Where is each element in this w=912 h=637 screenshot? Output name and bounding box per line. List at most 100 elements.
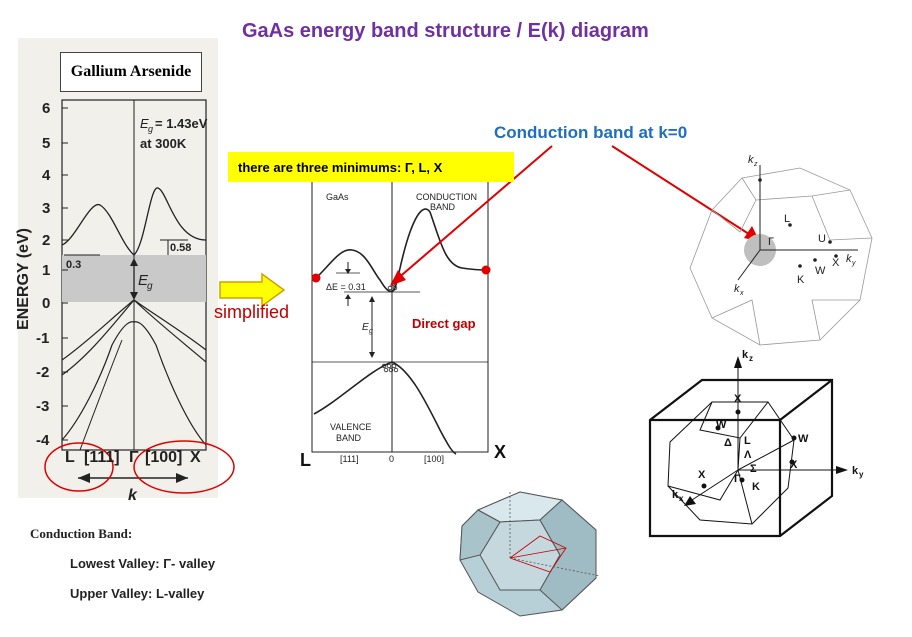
- page-title: GaAs energy band structure / E(k) diagra…: [242, 20, 649, 42]
- y-tick: -2: [36, 364, 49, 381]
- middle-gaas-label: GaAs: [326, 192, 349, 202]
- middle-tick-111: [111]: [340, 454, 359, 464]
- eg-mid-label: E: [138, 272, 149, 289]
- bz-box-kx-sub: x: [679, 494, 684, 503]
- conduction-band-label: Conduction band at k=0: [494, 123, 688, 142]
- direct-gap-label: Direct gap: [412, 316, 476, 331]
- y-tick: -3: [36, 398, 49, 415]
- middle-conduction-curve: [315, 208, 487, 293]
- valence-curve-3: [61, 321, 207, 446]
- bz-box-delta: Δ: [724, 437, 732, 449]
- bz-box-ky: k: [852, 465, 859, 477]
- y-tick: 5: [42, 135, 50, 152]
- bz-3d-ky: [509, 557, 601, 577]
- simplified-label: simplified: [214, 302, 290, 322]
- conduction-band-curve: [61, 187, 207, 256]
- eg-sub: g: [148, 124, 153, 134]
- bz-top-kz-sub: z: [753, 161, 758, 168]
- eg-value: = 1.43eV: [155, 116, 208, 131]
- y-tick: -1: [36, 330, 49, 347]
- y-tick: 2: [42, 232, 50, 249]
- middle-label-L: L: [300, 450, 311, 470]
- y-axis-label: ENERGY (eV): [15, 228, 32, 330]
- bz-top-L: L: [784, 213, 790, 225]
- bz-top-kz: k: [748, 154, 754, 166]
- bz-box-K: K: [752, 481, 760, 493]
- k-label-gamma: Γ: [129, 449, 139, 466]
- bz-top-polyhedron: [689, 167, 873, 346]
- value-058: 0.58: [170, 242, 191, 254]
- simplified-arrow: [219, 272, 286, 308]
- k-label-100: [100]: [145, 449, 182, 466]
- red-circle-X: [133, 440, 235, 494]
- bz-box-sigma: Σ: [750, 463, 757, 475]
- eg-label: E: [140, 116, 149, 131]
- k-label-L: L: [65, 449, 75, 466]
- bz-box-cube: [648, 378, 834, 538]
- bz-top-ky: k: [846, 253, 852, 265]
- middle-tick-100: [100]: [424, 454, 444, 464]
- bz-top-ky-sub: y: [851, 260, 856, 267]
- bz-box-W-right: W: [798, 433, 809, 445]
- bz-box-kz-sub: z: [749, 354, 753, 363]
- red-dot-L: [311, 273, 321, 283]
- y-tick: 0: [42, 295, 50, 312]
- bz-box-kx: k: [672, 489, 679, 501]
- red-arrow-to-bz: [611, 145, 753, 237]
- conduction-notes-heading: Conduction Band:: [30, 526, 132, 541]
- bz-box-X-left: X: [698, 469, 706, 481]
- middle-eg: E: [362, 322, 369, 333]
- red-circle-L: [44, 442, 114, 492]
- bz-top-kx: k: [734, 283, 740, 295]
- bz-top-U: U: [818, 233, 826, 245]
- middle-vb-label-1: VALENCE: [330, 422, 371, 432]
- y-tick: 6: [42, 100, 50, 117]
- conduction-notes-upper: Upper Valley: L-valley: [70, 586, 205, 601]
- bz-3d-polyhedron: [459, 491, 597, 617]
- middle-eg-sub: g: [369, 328, 373, 335]
- red-dot-X: [481, 265, 491, 275]
- y-tick: 4: [42, 167, 51, 184]
- conduction-notes-lowest: Lowest Valley: Γ- valley: [70, 556, 216, 571]
- middle-cb-label-2: BAND: [430, 202, 456, 212]
- bz-box-kz: k: [742, 349, 749, 361]
- middle-holes: [381, 363, 399, 373]
- bz-box-W-left: W: [716, 419, 727, 431]
- highlight-note: there are three minimums: Γ, L, X: [228, 152, 514, 182]
- bz-box-lambda: Λ: [744, 449, 752, 461]
- middle-vb-label-2: BAND: [336, 433, 362, 443]
- bz-points: [758, 178, 838, 268]
- k-axis-label: k: [128, 487, 138, 504]
- k-label-111: [111]: [84, 449, 120, 466]
- bz-top-kx-sub: x: [739, 290, 744, 297]
- scan-heading: Gallium Arsenide: [60, 52, 202, 92]
- bz-box-gamma: Γ: [734, 473, 741, 485]
- bz-3d-paths: [509, 535, 567, 573]
- y-tick: -4: [36, 432, 50, 449]
- bz-box-ky-sub: y: [859, 470, 864, 479]
- middle-tick-0: 0: [389, 454, 394, 464]
- y-ticks: [62, 107, 68, 441]
- bz-box-L: L: [744, 435, 751, 447]
- bz-top-gamma: Γ: [768, 236, 774, 248]
- valence-curve-4: [79, 339, 123, 451]
- middle-cb-label-1: CONDUCTION: [416, 192, 477, 202]
- eg-temp: at 300K: [140, 136, 187, 151]
- middle-valence-curve: [313, 361, 457, 455]
- middle-label-X: X: [494, 442, 506, 462]
- bz-top-W: W: [815, 265, 826, 277]
- bz-top-K: K: [797, 274, 805, 286]
- middle-delta-e: ΔE = 0.31: [326, 282, 366, 292]
- bz-box-X-top: X: [734, 393, 742, 405]
- valence-curve-2: [61, 299, 207, 376]
- y-tick: 3: [42, 200, 50, 217]
- bz-box-X-right: X: [790, 459, 798, 471]
- bz-top-X: X: [832, 257, 840, 269]
- bz-box-kx-axis: [691, 469, 739, 501]
- k-label-X: X: [190, 449, 201, 466]
- eg-mid-sub: g: [147, 281, 153, 292]
- bz-box-points: [701, 409, 797, 489]
- y-tick: 1: [42, 262, 50, 279]
- bz-kx-axis: [737, 249, 761, 281]
